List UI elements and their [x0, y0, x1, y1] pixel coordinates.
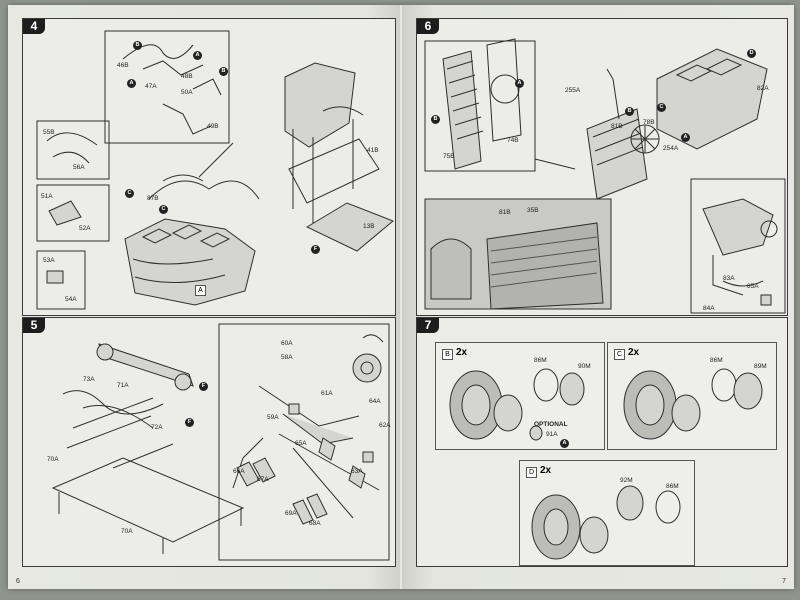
step-5-panel: 5: [22, 317, 396, 567]
part-label: 86M: [534, 357, 547, 364]
arrow-marker-icon: C: [159, 205, 168, 214]
part-label: 68A: [309, 520, 321, 527]
arrow-marker-icon: A: [515, 79, 524, 88]
part-label: 54A: [65, 296, 77, 303]
sub-assembly-b: B 2x 86M 90M OPTIONAL 91A A: [435, 342, 605, 450]
part-label: 13B: [363, 223, 375, 230]
part-label: 47A: [145, 83, 157, 90]
part-label: 35B: [527, 207, 539, 214]
part-label: 86M: [710, 357, 723, 364]
part-label: 53A: [43, 257, 55, 264]
part-label: 85A: [747, 283, 759, 290]
part-label: 81B: [499, 209, 511, 216]
sub-letter: B: [442, 349, 453, 360]
sub-letter: C: [614, 349, 625, 360]
arrow-marker-icon: A: [560, 439, 569, 448]
marker-box: A: [195, 285, 206, 296]
step-number: 5: [23, 318, 45, 333]
part-label: 63A: [351, 468, 363, 475]
quantity: 2x: [540, 465, 552, 476]
arrow-marker-icon: A: [127, 79, 136, 88]
step-6-panel: 6: [416, 18, 788, 316]
arrow-marker-icon: C: [657, 103, 666, 112]
part-label: 87B: [147, 195, 159, 202]
page-number: 7: [782, 578, 786, 585]
quantity: 2x: [456, 347, 468, 358]
part-label: 67A: [257, 476, 269, 483]
page-number: 6: [16, 578, 20, 585]
part-label: 90M: [578, 363, 591, 370]
arrow-marker-icon: F: [199, 382, 208, 391]
sub-letter: D: [526, 467, 537, 478]
engine-drawing-icon: [36, 30, 394, 310]
step-number: 7: [417, 318, 439, 333]
part-label: 50A: [181, 89, 193, 96]
arrow-marker-icon: B: [625, 107, 634, 116]
arrow-marker-icon: F: [185, 418, 194, 427]
part-label: 51A: [41, 193, 53, 200]
step-7-panel: 7 B 2x 86M 90M OPTIONAL 91A A: [416, 317, 788, 567]
part-label: 62A: [379, 422, 391, 429]
quantity: 2x: [628, 347, 640, 358]
part-label: 71A: [117, 382, 129, 389]
part-label: 83A: [723, 275, 735, 282]
part-label: 59A: [267, 414, 279, 421]
arrow-marker-icon: D: [747, 49, 756, 58]
step-4-panel: 4: [22, 18, 396, 316]
part-label: 86M: [666, 483, 679, 490]
arrow-marker-icon: B: [219, 67, 228, 76]
part-label: 61A: [321, 390, 333, 397]
sub-assembly-d: D 2x 92M 86M: [519, 460, 695, 566]
left-page: 4: [8, 5, 400, 589]
arrow-marker-icon: B: [431, 115, 440, 124]
part-label: 70A: [121, 528, 133, 535]
part-label: 56A: [73, 164, 85, 171]
part-label: 52A: [79, 225, 91, 232]
part-label: 60A: [281, 340, 293, 347]
part-label: 82A: [757, 85, 769, 92]
chassis-frame-icon: [51, 323, 390, 561]
part-label: 92M: [620, 477, 633, 484]
part-label: 74B: [507, 137, 519, 144]
step-number: 6: [417, 19, 439, 34]
part-label: 46B: [117, 62, 129, 69]
part-label: 72A: [151, 424, 163, 431]
tire-icon: [449, 368, 585, 441]
part-label: 84A: [703, 305, 715, 312]
right-page: 6: [402, 5, 794, 589]
arrow-marker-icon: F: [311, 245, 320, 254]
part-label: 58A: [281, 354, 293, 361]
part-label: 55B: [43, 129, 55, 136]
instruction-booklet: 4: [8, 5, 794, 589]
part-label: 78B: [643, 119, 655, 126]
part-label: 64A: [369, 398, 381, 405]
arrow-marker-icon: B: [133, 41, 142, 50]
part-label: 91A: [546, 431, 558, 438]
part-label: 49B: [207, 123, 219, 130]
part-label: 75B: [443, 153, 455, 160]
arrow-marker-icon: C: [125, 189, 134, 198]
part-label: 41B: [367, 147, 379, 154]
part-label: 254A: [663, 145, 679, 152]
optional-label: OPTIONAL: [534, 421, 568, 428]
step-number: 4: [23, 19, 45, 34]
part-label: 70A: [47, 456, 59, 463]
part-label: 66A: [233, 468, 245, 475]
part-label: 73A: [83, 376, 95, 383]
wheel-rim-icon: [531, 485, 681, 560]
arrow-marker-icon: A: [681, 133, 690, 142]
part-label: 89M: [754, 363, 767, 370]
arrow-marker-icon: A: [193, 51, 202, 60]
part-label: 65A: [295, 440, 307, 447]
part-label: 48B: [181, 73, 193, 80]
part-label: 69A: [285, 510, 297, 517]
radiator-icon: [424, 38, 786, 314]
sub-assembly-c: C 2x 86M 89M: [607, 342, 777, 450]
tire-icon: [623, 368, 763, 440]
part-label: 81B: [611, 123, 623, 130]
part-label: 255A: [565, 87, 581, 94]
